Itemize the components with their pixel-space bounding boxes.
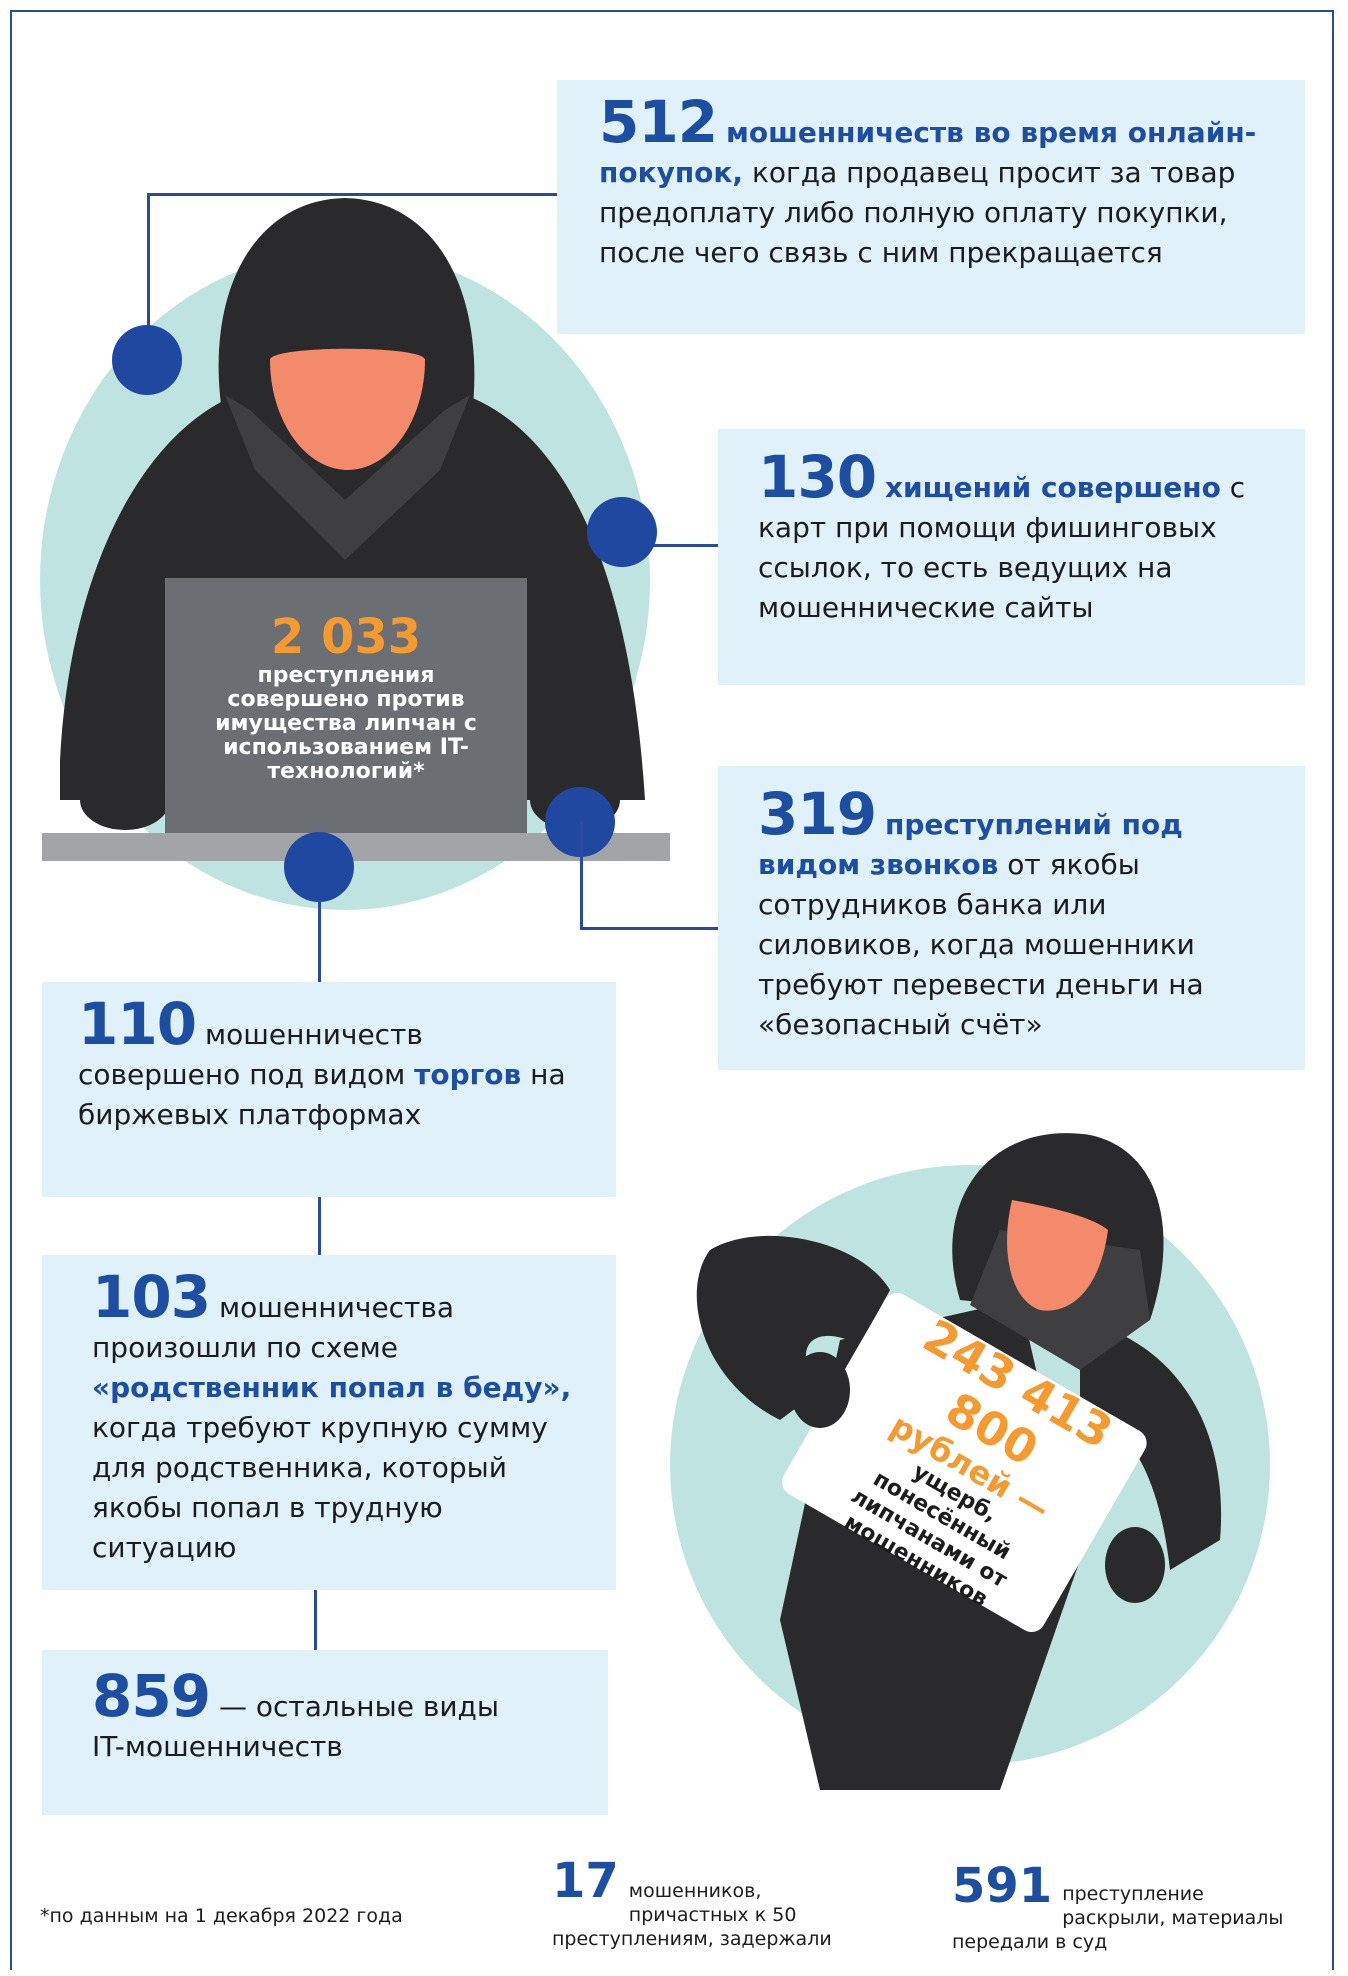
footnote: *по данным на 1 декабря 2022 года bbox=[40, 1905, 403, 1927]
laptop-screen bbox=[165, 578, 527, 833]
stat-number-relative: 103 bbox=[92, 1263, 211, 1331]
hacker-sign-face bbox=[1007, 1200, 1108, 1311]
stat-text-detained: мошенников, причастных к 50 преступления… bbox=[552, 1880, 832, 1950]
stat-number-detained: 17 bbox=[552, 1853, 619, 1909]
connector-calls-h bbox=[580, 927, 720, 930]
stat-box-phishing: 130 хищений совершено с карт при помощи … bbox=[718, 429, 1305, 685]
laptop-text: преступления совершено против имущества … bbox=[215, 663, 477, 784]
stat-highlight-calls: преступлений под видом звонков bbox=[758, 808, 1183, 881]
marker-trading bbox=[284, 832, 354, 902]
stat-text-relative-after: когда требуют крупную сумму для родствен… bbox=[92, 1411, 548, 1564]
stat-highlight-online: мошенничеств во время онлайн-покупок, bbox=[599, 116, 1257, 189]
connector-phishing bbox=[640, 544, 720, 547]
stat-text-other: — остальные виды IT-мошенничеств bbox=[92, 1690, 499, 1763]
stat-text-trading-before: мошенничеств совершено под видом bbox=[78, 1018, 423, 1091]
stat-box-trading: 110 мошенничеств совершено под видом тор… bbox=[42, 982, 616, 1197]
stat-text-solved: преступление раскрыли, материалы передал… bbox=[952, 1883, 1284, 1953]
stat-number-trading: 110 bbox=[78, 990, 197, 1058]
stat-number-solved: 591 bbox=[952, 1858, 1053, 1914]
laptop-number: 2 033 bbox=[270, 609, 422, 665]
connector-calls-v bbox=[580, 822, 583, 930]
page-frame bbox=[10, 10, 1334, 1970]
stat-box-online: 512 мошенничеств во время онлайн-покупок… bbox=[557, 80, 1305, 334]
stat-text-relative-before: мошенничества произошли по схеме bbox=[92, 1291, 455, 1364]
sign-board bbox=[782, 1293, 1147, 1632]
connector-trading bbox=[318, 900, 321, 984]
connector-other bbox=[314, 1590, 317, 1650]
stat-number-online: 512 bbox=[599, 88, 718, 156]
stat-highlight-trading: торгов bbox=[414, 1058, 522, 1091]
connector-online-v bbox=[147, 193, 150, 363]
stat-number-calls: 319 bbox=[758, 780, 877, 848]
connector-online-h bbox=[147, 193, 557, 196]
stat-number-phishing: 130 bbox=[758, 443, 877, 511]
marker-phishing bbox=[587, 497, 657, 567]
stat-solved: 591 преступление раскрыли, материалы пер… bbox=[952, 1860, 1302, 1954]
stat-box-calls: 319 преступлений под видом звонков от як… bbox=[718, 766, 1305, 1070]
stat-text-online: когда продавец просит за товар предоплат… bbox=[599, 156, 1236, 269]
stat-text-trading-after: на биржевых платформах bbox=[78, 1058, 566, 1131]
stat-detained: 17 мошенников, причастных к 50 преступле… bbox=[552, 1855, 882, 1951]
marker-online bbox=[112, 325, 182, 395]
stat-text-phishing: с карт при помощи фишинговых ссылок, то … bbox=[758, 471, 1246, 624]
stat-highlight-relative: «родственник попал в беду», bbox=[92, 1371, 572, 1404]
hacker-sign-right-arm bbox=[1080, 1320, 1222, 1570]
stat-highlight-phishing: хищений совершено bbox=[884, 471, 1221, 504]
connector-relative bbox=[318, 1197, 321, 1255]
hacker-face bbox=[270, 348, 425, 470]
stat-number-other: 859 bbox=[92, 1662, 211, 1730]
hacker-sign-left-arm bbox=[696, 1235, 890, 1420]
stat-box-other: 859 — остальные виды IT-мошенничеств bbox=[42, 1650, 608, 1815]
stat-box-relative: 103 мошенничества произошли по схеме «ро… bbox=[42, 1255, 616, 1590]
stat-text-calls: от якобы сотрудников банка или силовиков… bbox=[758, 848, 1204, 1041]
laptop-label: 2 033 преступления совершено против имущ… bbox=[165, 610, 527, 784]
